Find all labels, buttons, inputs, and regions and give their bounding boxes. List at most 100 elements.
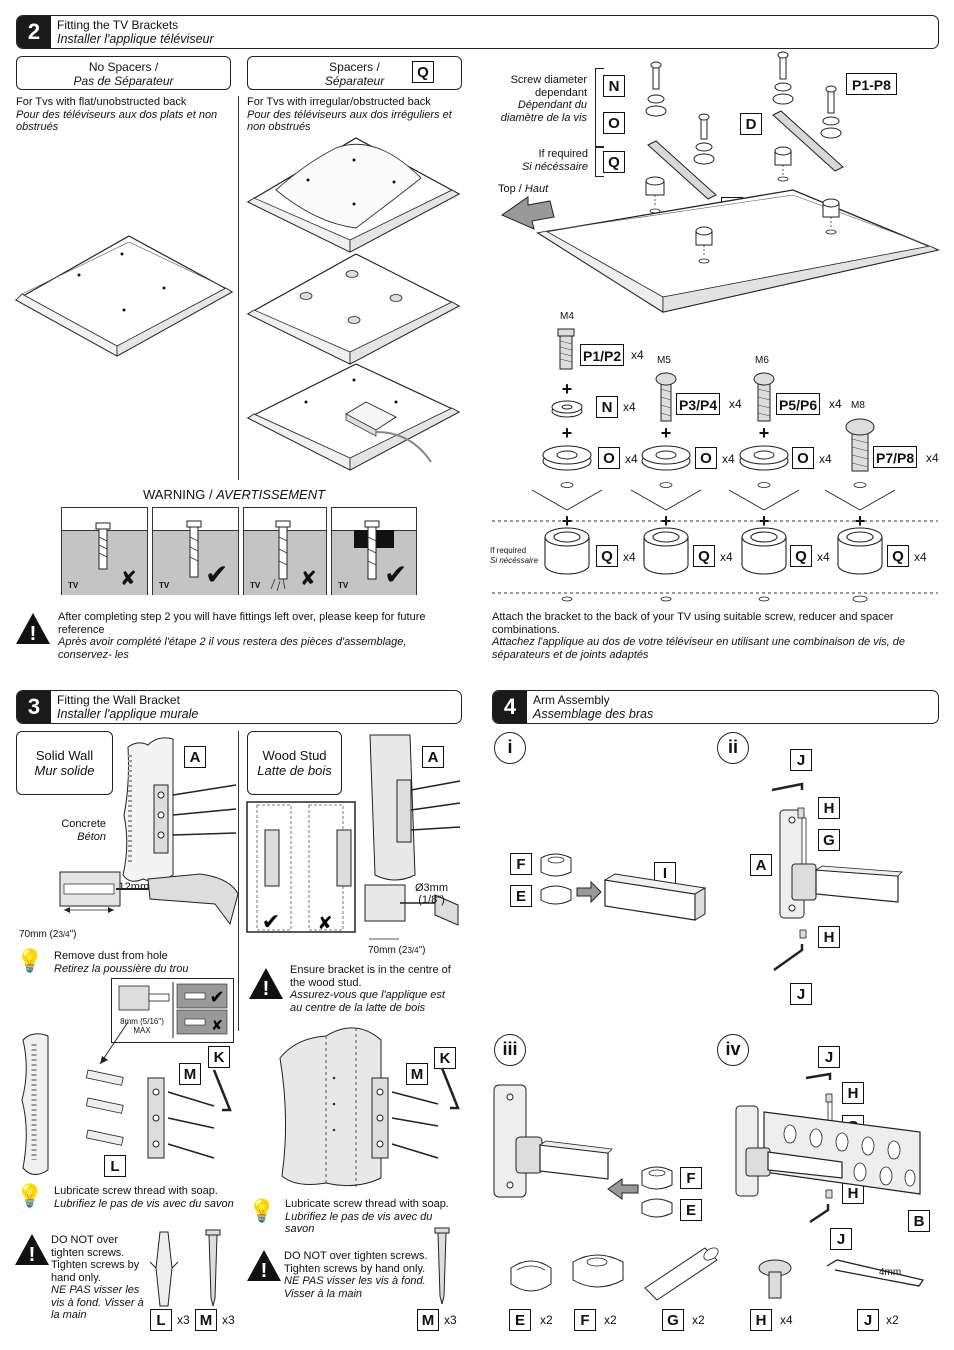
wood-soap-en: Lubricate screw thread with soap.	[285, 1198, 449, 1210]
svg-text:✘: ✘	[211, 1018, 223, 1034]
solid-wall-en: Solid Wall	[35, 748, 94, 763]
arm-wall-plate-illustration	[735, 1072, 921, 1224]
anchor-and-screw-illustration	[149, 1229, 221, 1307]
cross-icon: ✘	[300, 568, 317, 590]
step2-header: 2 Fitting the TV Brackets Installer l'ap…	[16, 15, 939, 49]
step4-title-en: Arm Assembly	[533, 693, 610, 707]
bracket-group-q	[595, 147, 604, 177]
washer-n-label: N	[596, 396, 618, 418]
no-spacers-en: No Spacers /	[88, 60, 159, 74]
part-d-label: D	[740, 113, 762, 135]
i-part-f-label: F	[510, 853, 532, 875]
warning-triangle-icon: !	[16, 613, 50, 645]
reducer-o-qty-1: x4	[625, 452, 638, 466]
tv-back-obstructed-illustration	[246, 363, 461, 471]
spacer-q-label-1: Q	[596, 545, 618, 567]
drill-3mm-value: Ø3mm	[415, 882, 448, 894]
solid-part-k-label: K	[208, 1046, 230, 1068]
no-spacers-fr: Pas de Séparateur	[73, 74, 174, 88]
iv-part-h-label-top: H	[842, 1082, 864, 1104]
i-part-i-label: I	[654, 862, 676, 884]
screw-p3-p4-label: P3/P4	[676, 393, 721, 415]
solid-part-a-label: A	[184, 746, 206, 768]
screw-m4-size: M4	[560, 311, 574, 322]
step3-title-fr: Installer l'applique murale	[57, 707, 199, 721]
lightbulb-icon: 💡	[16, 948, 44, 973]
leftover-fr: Après avoir complété l'étape 2 il vous r…	[58, 636, 407, 661]
concrete-fr: Béton	[77, 830, 106, 843]
attach-fr: Attachez l'applique au dos de votre télé…	[492, 636, 906, 661]
spacers-en: Spacers /	[329, 60, 380, 74]
solid-wall-fr: Mur solide	[34, 763, 95, 778]
inventory-m-qty: x3	[222, 1313, 235, 1327]
screw-m8-size: M8	[851, 400, 865, 411]
spacers-pill: Spacers / Séparateur	[247, 56, 462, 90]
tv-label: TV	[68, 581, 79, 590]
tv-back-flat-illustration	[14, 235, 234, 357]
solid-tighten-en: DO NOT over tighten screws. Tighten scre…	[51, 1234, 140, 1284]
spacer-q-label-3: Q	[790, 545, 812, 567]
centre-en: Ensure bracket is in the centre of the w…	[290, 964, 451, 989]
wood-screw-illustration	[434, 1227, 450, 1305]
max-depth-label: MAX	[133, 1026, 151, 1035]
svg-text:✘: ✘	[317, 913, 332, 934]
top-fr: Haut	[524, 183, 549, 195]
inventory-f-label: F	[574, 1309, 596, 1331]
wood-stud-fr: Latte de bois	[257, 763, 332, 778]
warning-triangle-icon: !	[15, 1234, 49, 1266]
anchor-inset	[111, 978, 234, 1043]
wood-soap-fr: Lubrifiez le pas de vis avec du savon	[285, 1210, 433, 1236]
step2-divider	[238, 96, 239, 480]
screw-p1-p2-label: P1/P2	[580, 344, 625, 366]
flat-desc: For Tvs with flat/unobstructed back Pour…	[16, 96, 236, 134]
wood-part-m-label: M	[406, 1063, 428, 1085]
screw-diameter-note: Screw diameter dependant Dépendant du di…	[490, 74, 587, 124]
reducer-o-label-2: O	[695, 447, 717, 469]
screw-p5-p6-label: P5/P6	[776, 393, 821, 415]
step4-number: 4	[493, 691, 527, 723]
solid-soap-fr: Lubrifiez le pas de vis avec du savon	[54, 1197, 234, 1210]
step3-header: 3 Fitting the Wall Bracket Installer l'a…	[16, 690, 462, 724]
solid-tighten-note: DO NOT over tighten screws. Tighten scre…	[51, 1234, 149, 1322]
spacer-q-label-2: Q	[693, 545, 715, 567]
tv-back-curved-illustration	[246, 137, 461, 253]
wood-depth-b: ")	[418, 945, 426, 956]
iii-part-e-label: E	[680, 1199, 702, 1221]
svg-text:!: !	[261, 1260, 268, 1282]
step2-title-en: Fitting the TV Brackets	[57, 18, 179, 32]
ii-part-h-label-bottom: H	[818, 926, 840, 948]
hex-key-size: 4mm	[879, 1267, 902, 1278]
attach-note: Attach the bracket to the back of your T…	[492, 611, 932, 661]
solid-depth-a: 70mm (2	[19, 929, 59, 940]
if-required-note: If required Si nécéssaire	[500, 148, 588, 173]
inventory-l-label: L	[150, 1309, 172, 1331]
svg-text:!: !	[263, 978, 270, 1000]
top-en: Top /	[498, 183, 522, 195]
solid-depth: 70mm (23/4")	[19, 929, 76, 940]
spacer-q-qty-3: x4	[817, 550, 830, 564]
arm-cap-illustration	[493, 1084, 673, 1218]
anchor-inset-illustration: ✔ ✘	[118, 982, 228, 1038]
step2-title-fr: Installer l'applique téléviseur	[57, 32, 214, 46]
step2-number: 2	[17, 16, 51, 48]
wood-depth: 70mm (23/4")	[368, 945, 425, 956]
warning-en: WARNING /	[143, 487, 213, 502]
washer-n-qty: x4	[623, 400, 636, 414]
if-required-spacers-fr: Si nécéssaire	[490, 556, 539, 565]
solid-depth-frac: 3/4	[58, 930, 70, 939]
screw-p7-p8-label: P7/P8	[873, 446, 918, 468]
drill-hole-illustration	[59, 871, 239, 926]
if-required-fr: Si nécéssaire	[521, 160, 588, 173]
inventory-h-qty: x4	[780, 1313, 793, 1327]
leftover-note: After completing step 2 you will have fi…	[58, 611, 458, 661]
iv-part-b-label: B	[908, 1210, 930, 1232]
screw-p5-p6-qty: x4	[829, 397, 842, 411]
screw-combination-illustration: ++ ++ ++++	[492, 328, 938, 603]
wood-stud-pill: Wood Stud Latte de bois	[247, 731, 342, 795]
ii-part-j-label-bottom: J	[790, 983, 812, 1005]
solid-part-m-label: M	[179, 1063, 201, 1085]
tv-back-spacers-illustration	[246, 253, 461, 365]
svg-text:+: +	[759, 423, 770, 443]
max-depth: 8mm (5/16") MAX	[117, 1017, 167, 1035]
reducer-o-qty-2: x4	[722, 452, 735, 466]
